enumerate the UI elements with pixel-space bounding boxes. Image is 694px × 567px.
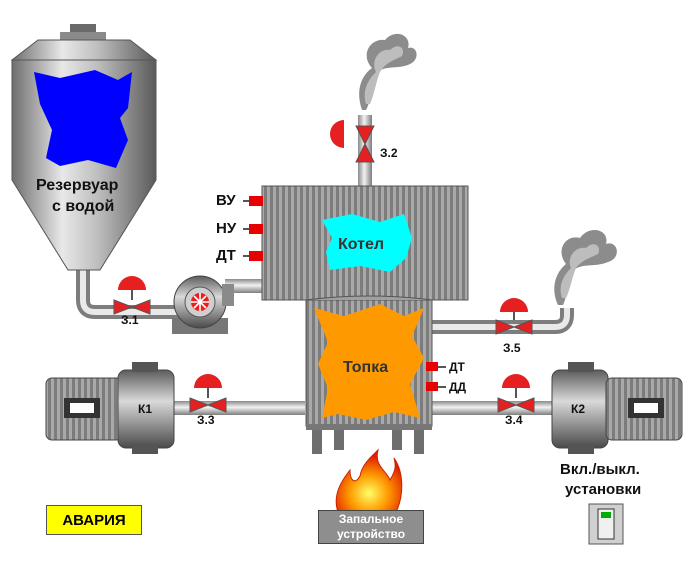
alarm-indicator[interactable]: АВАРИЯ [46,505,142,535]
water-tank [10,24,158,271]
valve-3-2[interactable] [330,120,375,163]
valve-3-3-label: З.3 [197,413,215,427]
water-fill [34,70,132,168]
igniter-button[interactable]: Запальное устройство [318,510,424,544]
furnace-sensor-dt [426,362,446,371]
pump [172,275,234,334]
boiler-sensor-nu [243,224,263,234]
pipe-pump-boiler [225,279,267,293]
boiler-sensor-dt [243,251,263,261]
boiler-sensor-vu-label: ВУ [216,192,236,209]
smoke-right [554,230,617,305]
valve-3-3[interactable] [189,374,227,413]
boiler-fill [322,214,412,272]
valve-3-2-label: З.2 [380,146,398,160]
boiler [261,185,469,301]
valve-3-5[interactable] [495,298,533,335]
valve-3-1-label: З.1 [121,313,139,327]
boiler-sensor-vu [243,196,263,206]
power-switch-label-line2: установки [565,481,642,498]
furnace-fill [314,304,424,420]
boiler-sensor-dt-label: ДТ [216,247,236,264]
compressor-k1 [45,362,175,454]
valve-3-4-label: З.4 [505,413,523,427]
power-switch-label-line1: Вкл./выкл. [560,461,640,478]
valve-3-1[interactable] [113,276,151,315]
furnace-label: Топка [343,359,389,376]
furnace [305,295,433,454]
furnace-sensor-dt-label: ДТ [449,360,465,374]
tank-label-line1: Резервуар [36,177,119,194]
valve-3-4[interactable] [497,374,535,413]
flame-icon [335,448,403,513]
igniter-label-line1: Запальное [338,512,404,526]
compressor-k2-label: К2 [571,402,585,416]
tank-label-line2: с водой [52,198,115,215]
compressor-k1-label: К1 [138,402,152,416]
furnace-sensor-dd [426,382,446,391]
power-switch[interactable] [588,503,624,545]
valve-3-5-label: З.5 [503,341,521,355]
pipe-furnace-k2 [432,401,554,415]
furnace-sensor-dd-label: ДД [449,380,467,394]
boiler-label: Котел [338,236,385,253]
boiler-sensor-nu-label: НУ [216,220,237,237]
power-switch-indicator [601,512,611,518]
smoke-top [359,33,417,110]
igniter-label-line2: устройство [336,527,406,541]
compressor-k2 [551,362,683,454]
